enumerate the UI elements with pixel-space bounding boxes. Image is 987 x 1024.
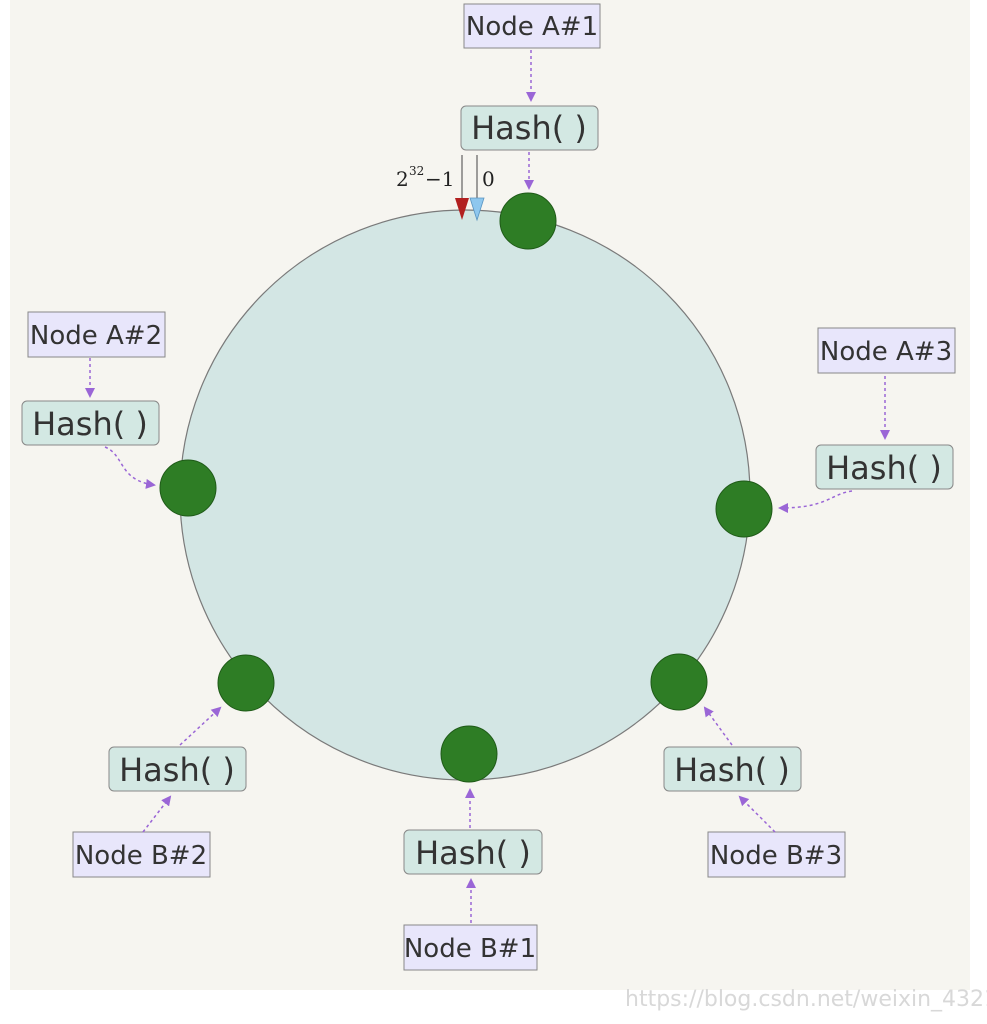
hash-box-a3 [815,444,954,490]
hash-box-b3 [663,746,802,792]
hash-box-a1 [460,105,599,151]
range-max-exponent: 32 [409,164,424,178]
node-label-a1: Node A#1 [466,12,598,42]
range-zero-label: 0 [482,167,495,191]
ring-node-a3 [715,480,773,538]
node-box-b3 [707,831,846,878]
node-group-a3: Node A#3 Hash( ) [715,327,956,538]
hash-box-b1 [403,829,543,875]
node-group-b1: Node B#1 Hash( ) [403,725,543,971]
node-box-a3 [817,327,956,374]
ring-node-b3 [650,653,708,711]
node-label-b2: Node B#2 [75,841,207,871]
node-label-a3: Node A#3 [820,337,952,367]
hash-box-b2 [108,746,247,792]
node-group-b3: Node B#3 Hash( ) [650,653,846,878]
node-box-b1 [403,924,538,971]
node-box-a1 [463,3,601,49]
hash-label-a3: Hash( ) [826,449,942,487]
range-max-suffix: −1 [425,167,454,191]
node-box-a2 [27,311,166,358]
hash-label-b1: Hash( ) [415,834,531,872]
hash-box-a2 [21,400,160,446]
range-max-marker [455,198,469,220]
hash-label-b3: Hash( ) [674,751,790,789]
node-box-b2 [72,831,211,878]
hash-label-a1: Hash( ) [471,109,587,147]
node-group-a2: Node A#2 Hash( ) [21,311,217,517]
hash-label-b2: Hash( ) [119,751,235,789]
watermark-text: https://blog.csdn.net/weixin_4321706 [625,987,987,1012]
node-group-a1: Node A#1 Hash( ) [460,3,601,250]
node-label-b3: Node B#3 [710,841,842,871]
ring-origin-markers: 2 32 −1 0 [396,155,495,222]
node-group-b2: Node B#2 Hash( ) [72,654,275,878]
ring-node-b2 [217,654,275,712]
range-max-base: 2 [396,167,409,191]
ring-node-b1 [440,725,498,783]
ring-node-a1 [499,192,557,250]
node-label-b1: Node B#1 [404,934,536,964]
hash-label-a2: Hash( ) [32,405,148,443]
node-label-a2: Node A#2 [30,321,162,351]
ring-node-a2 [159,459,217,517]
range-zero-marker [469,197,485,222]
